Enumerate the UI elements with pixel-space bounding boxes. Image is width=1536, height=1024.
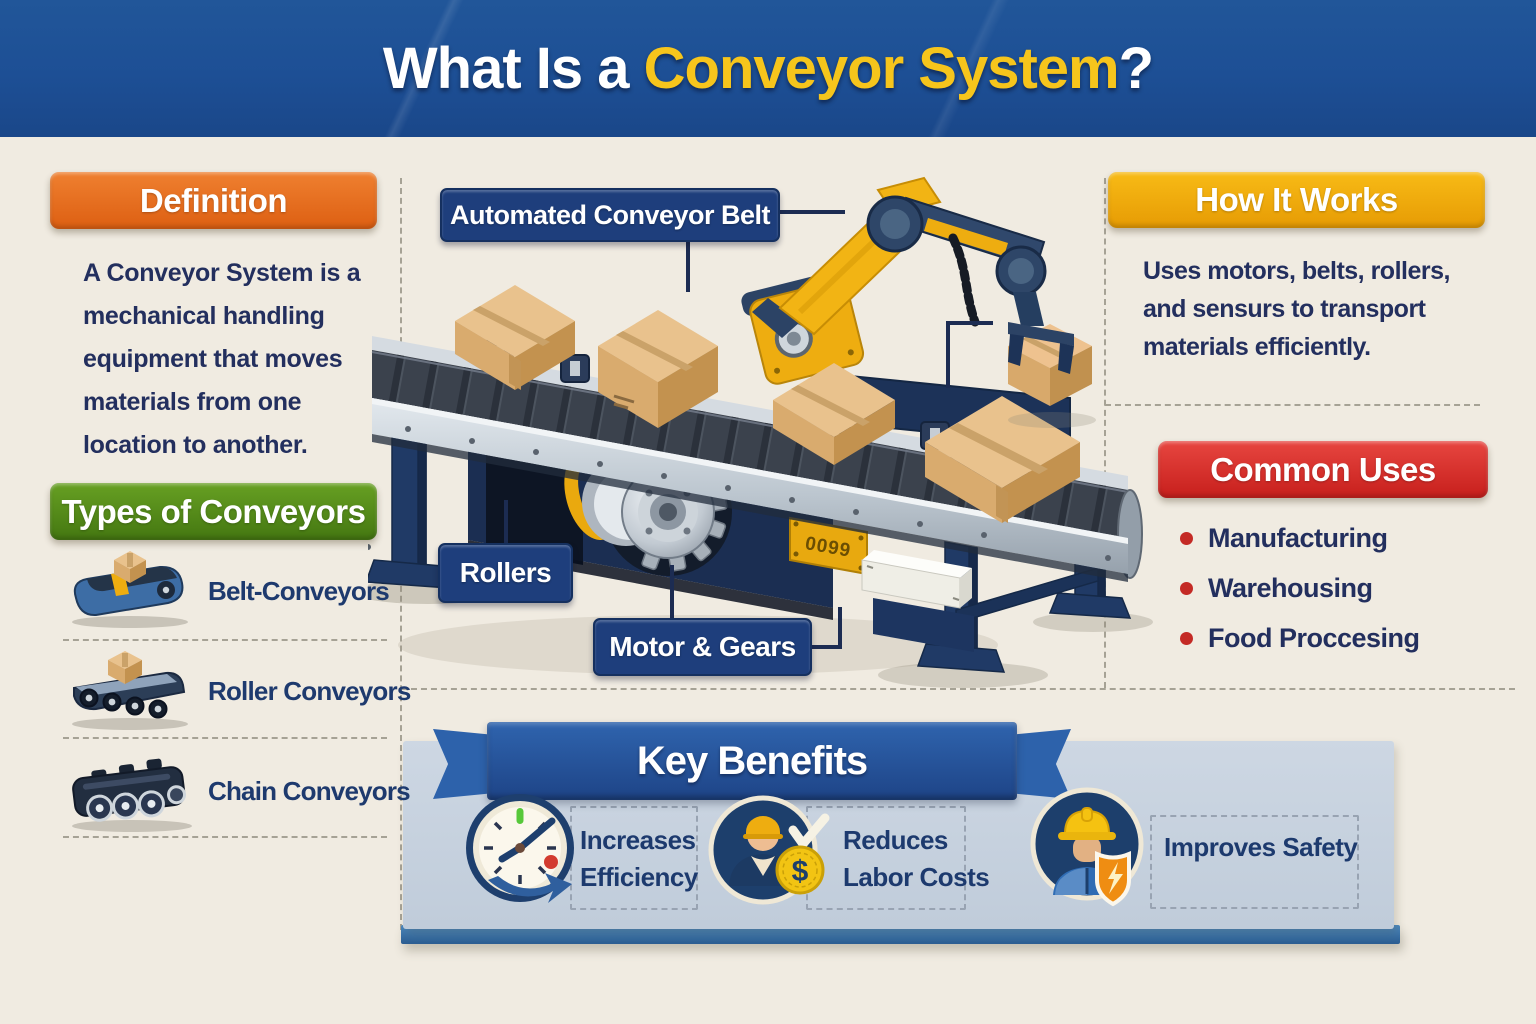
title-banner: What Is a Conveyor System? — [0, 0, 1536, 137]
safety-shield — [1095, 850, 1131, 907]
chain-conveyor-icon — [72, 758, 192, 832]
definition-rest: is a mechanical handling equipment that … — [83, 259, 361, 459]
how-it-works-text: Uses motors, belts, rollers, and sensurs… — [1143, 257, 1450, 361]
definition-text: A Conveyor System is a mechanical handli… — [83, 252, 393, 467]
cardboard-box-2 — [598, 310, 718, 428]
worker-dollar-icon: $ — [708, 795, 830, 905]
bullet-icon — [1180, 632, 1193, 645]
control-box — [861, 550, 974, 652]
benefit-label-labor-costs: Reduces Labor Costs — [843, 825, 990, 892]
title-part3: ? — [1118, 36, 1154, 101]
conveyor-illustration: 0099 — [368, 176, 1153, 688]
machine-plate: 0099 — [789, 516, 868, 576]
page-title: What Is a Conveyor System? — [382, 35, 1154, 102]
cardboard-box-1 — [455, 285, 575, 390]
clock-efficiency-icon — [466, 794, 574, 903]
rollers — [79, 688, 168, 719]
cardboard-box-3 — [773, 363, 895, 465]
types-separator-3 — [63, 836, 387, 838]
connector-lines — [504, 210, 993, 649]
benefits-panel-edge — [401, 925, 1400, 944]
worker-shield-icon — [1030, 787, 1144, 907]
types-header: Types of Conveyors — [50, 483, 377, 540]
cardboard-box-4 — [925, 396, 1080, 523]
divider-bottom-horizontal — [401, 688, 1515, 690]
use-item-manufacturing: Manufacturing — [1180, 523, 1388, 554]
how-it-works-header: How It Works — [1108, 172, 1485, 228]
type-label-roller: Roller Conveyors — [208, 676, 411, 706]
bullet-icon — [1180, 582, 1193, 595]
box-on-belt — [114, 551, 146, 583]
robot-arm — [741, 176, 1047, 385]
bullet-icon — [1180, 532, 1193, 545]
types-separator-1 — [63, 639, 387, 641]
type-label-belt: Belt-Conveyors — [208, 576, 390, 606]
use-item-food-processing: Food Proccesing — [1180, 623, 1420, 654]
title-part2: Conveyor System — [643, 36, 1120, 101]
benefit-label-efficiency: Increases Efficiency — [580, 825, 698, 892]
divider-right-horizontal — [1105, 404, 1480, 406]
benefit-box-3 — [1150, 815, 1359, 909]
common-uses-header: Common Uses — [1158, 441, 1488, 498]
check-mark — [788, 813, 830, 849]
belt-conveyor-icon — [72, 551, 188, 628]
diagram-label-motor-gears: Motor & Gears — [593, 618, 812, 676]
robot-cable-chain — [948, 233, 980, 327]
arrow-swoosh — [488, 873, 572, 903]
benefit-label-safety: Improves Safety — [1164, 832, 1358, 862]
roller-conveyor-icon — [72, 651, 188, 730]
diagram-label-automated-belt: Automated Conveyor Belt — [440, 188, 780, 242]
type-label-chain: Chain Conveyors — [208, 776, 411, 806]
conveyor-deck — [368, 336, 1143, 582]
use-item-warehousing: Warehousing — [1180, 573, 1373, 604]
key-benefits-ribbon: Key Benefits — [487, 722, 1017, 800]
definition-term: Conveyor System — [106, 259, 314, 287]
divider-right-vertical — [1104, 178, 1106, 688]
box-on-rollers — [108, 651, 142, 684]
coin-symbol: $ — [792, 855, 809, 888]
robot-gripper — [1008, 322, 1074, 374]
diagram-label-rollers: Rollers — [438, 543, 573, 603]
definition-header: Definition — [50, 172, 377, 229]
types-separator-2 — [63, 737, 387, 739]
title-part1: What Is a — [382, 36, 644, 101]
definition-lead: A — [83, 259, 107, 287]
dollar-coin: $ — [775, 845, 825, 895]
